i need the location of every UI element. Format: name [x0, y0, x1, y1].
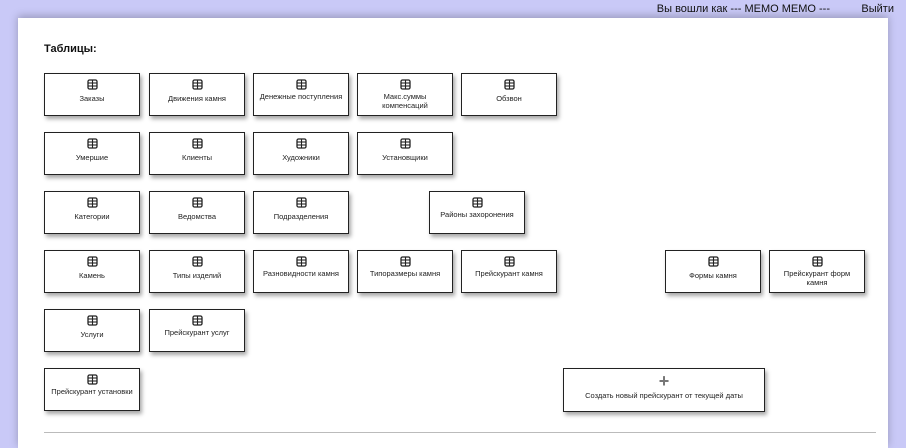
table-button[interactable]: Прейскурант форм камня: [769, 250, 865, 293]
table-icon: [462, 256, 556, 267]
table-button[interactable]: Установщики: [357, 132, 453, 175]
button-label: Установщики: [382, 153, 428, 162]
table-button[interactable]: Категории: [44, 191, 140, 234]
table-icon: [45, 374, 139, 385]
button-label: Типоразмеры камня: [369, 269, 441, 278]
table-button[interactable]: Заказы: [44, 73, 140, 116]
table-button[interactable]: Движения камня: [149, 73, 245, 116]
button-label: Услуги: [80, 330, 104, 339]
table-icon: [45, 197, 139, 208]
section-title: Таблицы:: [44, 43, 97, 55]
button-label: Прейскурант услуг: [164, 328, 230, 337]
table-button[interactable]: Камень: [44, 250, 140, 293]
table-icon: [150, 79, 244, 90]
table-icon: [254, 79, 348, 90]
table-icon: [150, 315, 244, 326]
table-button[interactable]: Макс.суммы компенсаций: [357, 73, 453, 116]
button-label: Клиенты: [181, 153, 213, 162]
button-label: Ведомства: [178, 212, 216, 221]
button-label: Категории: [74, 212, 110, 221]
button-label: Заказы: [79, 94, 105, 103]
table-icon: [254, 197, 348, 208]
table-button[interactable]: Художники: [253, 132, 349, 175]
table-icon: [358, 138, 452, 149]
table-icon: [45, 315, 139, 326]
table-button[interactable]: Прейскурант установки: [44, 368, 140, 411]
button-label: Денежные поступления: [259, 92, 343, 101]
button-label: Камень: [79, 271, 105, 280]
button-label: Прейскурант форм камня: [783, 269, 851, 287]
table-icon: [45, 79, 139, 90]
create-price-list-button[interactable]: + Создать новый прейскурант от текущей д…: [563, 368, 765, 412]
button-label: Создать новый прейскурант от текущей дат…: [585, 391, 743, 400]
table-icon: [666, 256, 760, 267]
table-button[interactable]: Формы камня: [665, 250, 761, 293]
button-label: Художники: [282, 153, 320, 162]
table-icon: [254, 256, 348, 267]
table-button[interactable]: Обзвон: [461, 73, 557, 116]
button-label: Подразделения: [273, 212, 329, 221]
table-icon: [358, 79, 452, 90]
table-icon: [254, 138, 348, 149]
table-button[interactable]: Разновидности камня: [253, 250, 349, 293]
button-label: Формы камня: [689, 271, 737, 280]
table-icon: [150, 256, 244, 267]
top-bar: Вы вошли как --- MEMO MEMO --- Выйти: [0, 3, 906, 17]
table-icon: [150, 197, 244, 208]
button-label: Типы изделий: [172, 271, 222, 280]
table-button[interactable]: Типоразмеры камня: [357, 250, 453, 293]
table-icon: [45, 256, 139, 267]
table-icon: [150, 138, 244, 149]
table-button[interactable]: Районы захоронения: [429, 191, 525, 234]
table-icon: [770, 256, 864, 267]
divider: [44, 432, 876, 433]
button-label: Разновидности камня: [263, 269, 339, 278]
button-label: Прейскурант камня: [475, 269, 543, 278]
table-button[interactable]: Клиенты: [149, 132, 245, 175]
button-label: Умершие: [75, 153, 109, 162]
logged-in-user: Вы вошли как --- MEMO MEMO ---: [656, 3, 830, 15]
table-button[interactable]: Прейскурант услуг: [149, 309, 245, 352]
logout-link[interactable]: Выйти: [861, 3, 894, 15]
button-label: Макс.суммы компенсаций: [382, 92, 428, 110]
table-icon: [430, 197, 524, 208]
table-button[interactable]: Подразделения: [253, 191, 349, 234]
table-button[interactable]: Прейскурант камня: [461, 250, 557, 293]
table-button[interactable]: Ведомства: [149, 191, 245, 234]
table-button[interactable]: Умершие: [44, 132, 140, 175]
table-button[interactable]: Услуги: [44, 309, 140, 352]
button-label: Движения камня: [168, 94, 226, 103]
table-icon: [45, 138, 139, 149]
table-button[interactable]: Типы изделий: [149, 250, 245, 293]
table-icon: [462, 79, 556, 90]
button-label: Прейскурант установки: [51, 387, 133, 396]
button-label: Районы захоронения: [440, 210, 514, 219]
table-button[interactable]: Денежные поступления: [253, 73, 349, 116]
table-icon: [358, 256, 452, 267]
plus-icon: +: [658, 371, 670, 391]
button-label: Обзвон: [496, 94, 522, 103]
